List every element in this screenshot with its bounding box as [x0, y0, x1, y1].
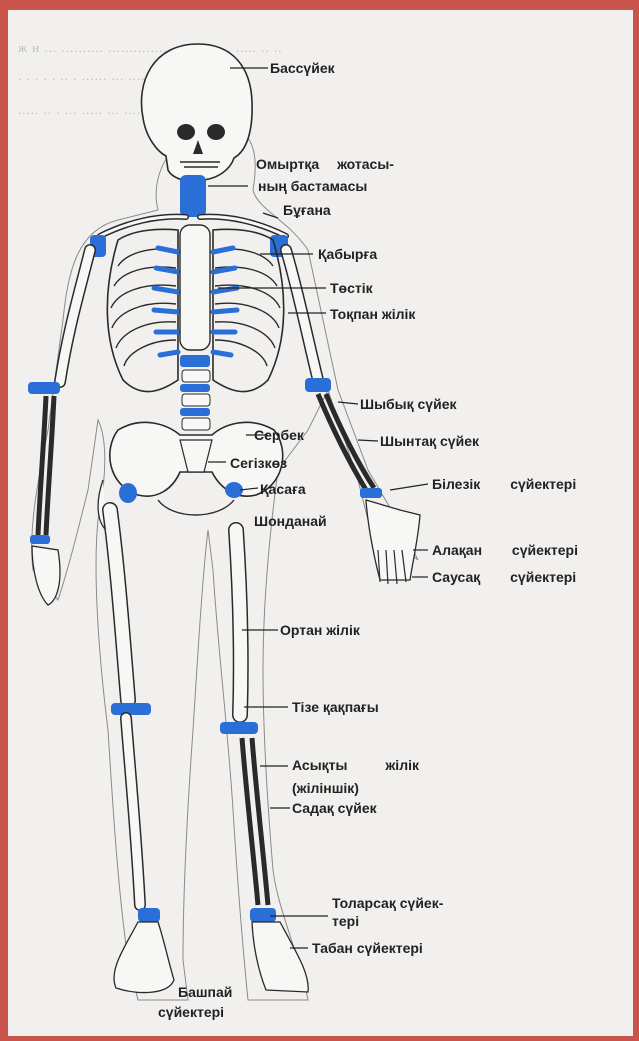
knee-joint-right	[220, 722, 258, 734]
label-phalanges-hand: Саусақ сүйектері	[432, 569, 576, 585]
eye-socket-left	[177, 124, 195, 140]
wrist-joint-right	[360, 488, 382, 498]
pubic-arch	[158, 500, 234, 515]
diagram-page: ж н ... .......... .............. . . ..…	[8, 10, 633, 1036]
lumbar-spine	[180, 355, 210, 430]
skull-shape	[141, 44, 252, 182]
label-tibia-line2: (жіліншік)	[292, 780, 359, 796]
label-carpals: Білезік сүйектері	[432, 476, 576, 492]
label-tarsals-line2: тері	[332, 913, 359, 929]
label-metacarpals: Алақан сүйектері	[432, 542, 578, 558]
label-femur: Ортан жілік	[280, 622, 360, 638]
femur-right-fill	[236, 530, 241, 715]
hip-joint-left	[119, 483, 137, 503]
ankle-joint-left	[138, 908, 160, 922]
label-rib: Қабырға	[318, 246, 377, 262]
knee-joint-left	[111, 703, 151, 715]
forearm-left	[38, 396, 54, 535]
label-spine-start-line2: ның бастамасы	[258, 178, 367, 194]
elbow-joint-right	[305, 378, 331, 392]
label-patella: Тізе қақпағы	[292, 699, 379, 715]
elbow-joint-left	[28, 382, 60, 394]
cervical-spine	[180, 175, 206, 217]
label-tibia-line1: Асықты жілік	[292, 757, 419, 773]
label-clavicle: Бұғана	[283, 202, 331, 218]
label-fibula: Садақ сүйек	[292, 800, 377, 816]
label-metatarsals: Табан сүйектері	[312, 940, 423, 956]
eye-socket-right	[207, 124, 225, 140]
label-ischium: Шонданай	[254, 513, 327, 529]
foot-left	[114, 922, 174, 993]
label-sacrum: Сегізкөз	[230, 455, 287, 471]
label-tarsals-line1: Толарсақ сүйек-	[332, 895, 443, 911]
label-sternum: Төстік	[330, 280, 373, 296]
label-spine-start-line1: Омыртқа жотасы-	[256, 156, 394, 172]
label-humerus: Тоқпан жілік	[330, 306, 415, 322]
label-toes-line2: сүйектері	[158, 1004, 224, 1020]
hand-right	[366, 500, 420, 580]
sternum-bone	[180, 225, 210, 350]
label-skull: Бассүйек	[270, 60, 335, 76]
label-ulna: Шынтақ сүйек	[380, 433, 479, 449]
ankle-joint-right	[250, 908, 276, 922]
label-ilium: Қасаға	[260, 481, 306, 497]
label-toes-line1: Башпай	[178, 984, 232, 1000]
foot-right	[252, 922, 308, 992]
humerus-right-fill	[286, 250, 318, 380]
label-radius: Шыбық сүйек	[360, 396, 457, 412]
hand-left	[32, 546, 60, 605]
tibia-fibula-right	[242, 738, 268, 905]
humerus-left-fill	[60, 250, 90, 382]
wrist-joint-left	[30, 535, 50, 544]
label-pelvis: Сербек	[254, 427, 304, 443]
